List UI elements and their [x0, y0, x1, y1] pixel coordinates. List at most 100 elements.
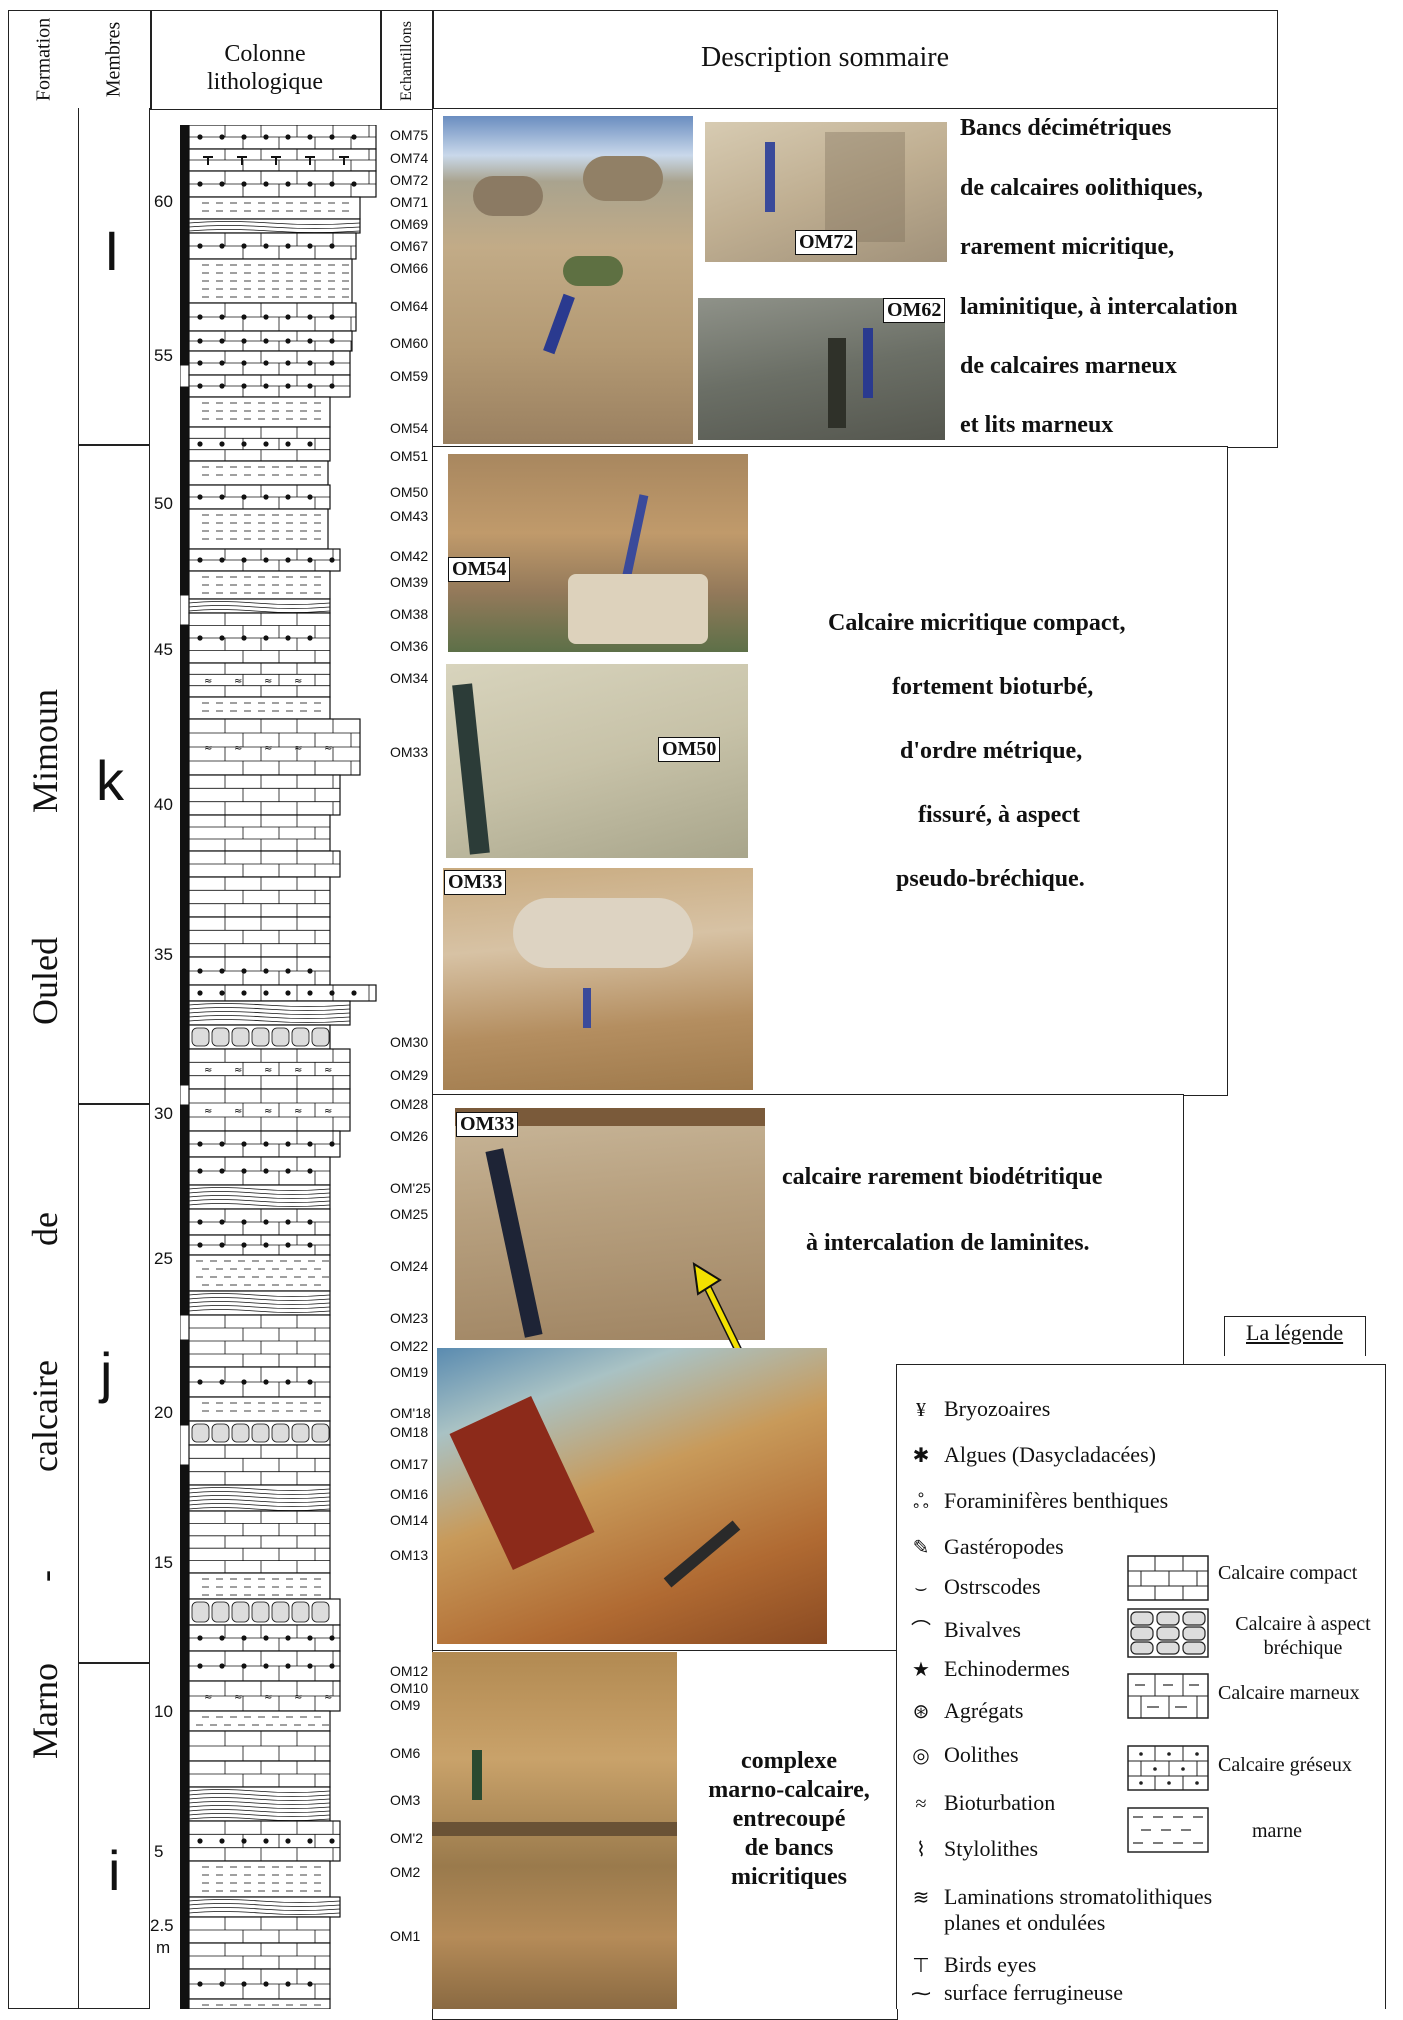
- membres-column: [78, 108, 150, 2009]
- membre-divider-lk: [78, 444, 150, 446]
- sample-label: OM25: [390, 1206, 429, 1222]
- lithologic-bed: [188, 1598, 341, 1626]
- svg-text:≈: ≈: [294, 676, 302, 687]
- sample-label: OM19: [390, 1364, 429, 1380]
- sample-label: OM16: [390, 1486, 429, 1502]
- label-om54: OM54: [448, 557, 511, 582]
- svg-text:≈: ≈: [234, 676, 242, 687]
- lithologic-bed: [188, 148, 377, 172]
- svg-text:≈: ≈: [294, 1106, 302, 1117]
- lithologic-bed: [188, 548, 341, 572]
- sample-label: OM'18: [390, 1405, 431, 1421]
- sample-label: OM10: [390, 1680, 429, 1696]
- scale-tick-2.5: 2.5: [150, 1916, 174, 1935]
- lithologic-bed: [188, 232, 357, 260]
- scale-tick-40: 40: [154, 795, 173, 814]
- legend-calcaire-compact: Calcaire compact: [1218, 1562, 1358, 1584]
- sample-label: OM24: [390, 1258, 429, 1274]
- lithologic-bed: [188, 170, 377, 198]
- legend-item-label: Bryozoaires: [944, 1396, 1051, 1421]
- sample-label: OM'25: [390, 1180, 431, 1196]
- lithologic-bed: [188, 1184, 331, 1210]
- legend-item: ¥Bryozoaires: [904, 1396, 1050, 1422]
- lithologic-bed: ≈≈≈≈: [188, 662, 331, 698]
- legend-calcaire-greseux: Calcaire gréseux: [1218, 1754, 1352, 1776]
- svg-text:≈: ≈: [294, 1692, 302, 1703]
- desc-k-line-1: Calcaire micritique compact,: [828, 610, 1126, 636]
- desc-l-line-4: laminitique, à intercalation: [960, 294, 1238, 320]
- sample-label: OM1: [390, 1928, 421, 1944]
- legend-item: planes et ondulées: [904, 1910, 1105, 1936]
- legend-item-label: Birds eyes: [944, 1952, 1037, 1977]
- svg-text:≈: ≈: [264, 1065, 272, 1076]
- membre-i: i: [108, 1839, 121, 1902]
- stylolith-icon: ⌇: [916, 1839, 926, 1861]
- formation-word-4: de: [25, 1212, 65, 1246]
- header-divider-2: [380, 10, 382, 110]
- lithologic-bed: [188, 350, 351, 376]
- lithologic-bed: [188, 1998, 331, 2009]
- lamination-icon: ≋: [912, 1887, 930, 1909]
- legend-item-label: Agrégats: [944, 1698, 1024, 1723]
- scale-tick-20: 20: [154, 1403, 173, 1422]
- foraminifera-icon: ஃ: [913, 1491, 929, 1513]
- sample-label: OM18: [390, 1424, 429, 1440]
- desc-k-line-3: d'ordre métrique,: [900, 738, 1083, 764]
- legend-item-label: Algues (Dasycladacées): [944, 1442, 1156, 1467]
- sample-label: OM'2: [390, 1830, 424, 1846]
- sample-label: OM43: [390, 508, 429, 524]
- legend-item-label: planes et ondulées: [944, 1910, 1106, 1935]
- header-echantillons: Echantillons: [398, 21, 415, 101]
- sample-label: OM50: [390, 484, 429, 500]
- lithologic-bed: [188, 125, 377, 150]
- lithologic-bed: [188, 984, 377, 1002]
- svg-text:≈: ≈: [234, 1106, 242, 1117]
- bivalve-icon: ⌒: [911, 1620, 931, 1642]
- sample-label: OM26: [390, 1128, 429, 1144]
- header-row: [8, 10, 1278, 110]
- svg-text:≈: ≈: [324, 1692, 332, 1703]
- desc-k-line-5: pseudo-bréchique.: [896, 866, 1085, 892]
- photo-j-outcrop: [437, 1348, 827, 1644]
- ostracod-icon: ⌣: [914, 1577, 928, 1599]
- lithologic-bed: [188, 1420, 331, 1446]
- lithologic-bed: [188, 330, 353, 352]
- scale-tick-45: 45: [154, 640, 173, 659]
- lithologic-bed: [188, 1484, 331, 1512]
- legend-calcaire-marneux: Calcaire marneux: [1218, 1682, 1360, 1704]
- lithologic-bed: [188, 850, 341, 878]
- desc-i-line-1: complexe: [741, 1748, 837, 1774]
- header-description: Description sommaire: [700, 42, 950, 73]
- legend-calcaire-compact-swatch: [1127, 1555, 1209, 1601]
- lithologic-bed: [188, 1650, 341, 1682]
- legend-item: ★Echinodermes: [904, 1656, 1070, 1682]
- svg-text:≈: ≈: [294, 1065, 302, 1076]
- column-scale-bar: [180, 125, 189, 2009]
- label-om33-j: OM33: [456, 1112, 519, 1137]
- lithologic-bed: [188, 774, 341, 816]
- scale-unit: m: [156, 1938, 171, 1957]
- header-divider-1: [150, 10, 152, 110]
- sample-label: OM59: [390, 368, 429, 384]
- legend-item: ⌒Bivalves: [904, 1614, 1021, 1643]
- sample-label: OM38: [390, 606, 429, 622]
- legend-item-label: Ostrscodes: [944, 1574, 1041, 1599]
- label-om62: OM62: [883, 298, 946, 323]
- label-om72: OM72: [795, 230, 858, 255]
- lithologic-bed: ≈≈≈≈≈: [188, 1088, 351, 1132]
- sample-label: OM12: [390, 1663, 429, 1679]
- membre-j: j: [100, 1341, 113, 1404]
- lithologic-bed: [188, 1786, 331, 1822]
- header-colonne: Colonne lithologique: [207, 41, 323, 95]
- sample-label: OM54: [390, 420, 429, 436]
- desc-i-line-5: micritiques: [731, 1864, 847, 1890]
- formation-word-5: Ouled: [25, 937, 65, 1025]
- lithologic-bed: [188, 1024, 331, 1050]
- legend-title-box: [1224, 1316, 1366, 1356]
- formation-word-6: Mimoun: [25, 689, 65, 814]
- scale-tick-55: 55: [154, 346, 173, 365]
- sample-label: OM64: [390, 298, 429, 314]
- lithologic-bed: [188, 1572, 331, 1600]
- sample-label: OM14: [390, 1512, 429, 1528]
- lithologic-bed: [188, 1254, 331, 1292]
